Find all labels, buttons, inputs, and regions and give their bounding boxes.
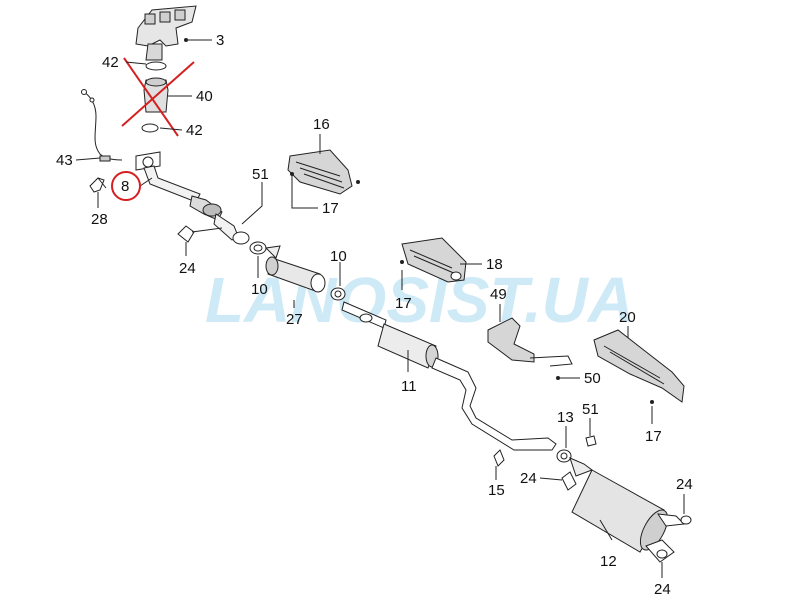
callout-13: 13	[557, 409, 574, 426]
callout-20: 20	[619, 309, 636, 326]
heat-shield-center	[400, 237, 467, 283]
callout-42: 42	[186, 122, 203, 139]
oxygen-sensor	[81, 89, 123, 162]
bracket	[89, 177, 107, 193]
callout-15: 15	[488, 482, 505, 499]
callout-50: 50	[584, 370, 601, 387]
callout-42: 42	[102, 54, 119, 71]
callout-16: 16	[313, 116, 330, 133]
removed-part-cross	[121, 57, 195, 137]
highlight-circle	[111, 171, 141, 201]
callout-17: 17	[645, 428, 662, 445]
callout-51: 51	[252, 166, 269, 183]
callout-43: 43	[56, 152, 73, 169]
gasket-lower	[141, 123, 159, 133]
callout-8: 8	[121, 178, 129, 195]
gasket-upper	[145, 61, 167, 71]
callout-24: 24	[676, 476, 693, 493]
heat-shield-front	[287, 149, 360, 195]
callouts: 3 42 40 42 43 8 28 16 17 51 24 10 10 27 …	[56, 32, 693, 598]
leader-lines	[75, 39, 685, 578]
callout-40: 40	[196, 88, 213, 105]
callout-12: 12	[600, 553, 617, 570]
callout-27: 27	[286, 311, 303, 328]
heat-shield-rear	[593, 329, 685, 404]
callout-10: 10	[251, 281, 268, 298]
rubber-hanger-left	[177, 225, 223, 243]
callout-24: 24	[520, 470, 537, 487]
callout-24: 24	[654, 581, 671, 598]
callout-10: 10	[330, 248, 347, 265]
callout-49: 49	[490, 286, 507, 303]
callout-18: 18	[486, 256, 503, 273]
front-pipe	[135, 151, 250, 245]
rear-muffler	[569, 457, 692, 563]
exhaust-manifold	[135, 5, 197, 61]
callout-17: 17	[322, 200, 339, 217]
callout-3: 3	[216, 32, 224, 49]
rear-flange-set	[493, 435, 597, 491]
center-resonator-pipe	[341, 301, 557, 451]
front-muffler	[264, 245, 326, 293]
callout-17: 17	[395, 295, 412, 312]
callout-28: 28	[91, 211, 108, 228]
callout-51: 51	[582, 401, 599, 418]
callout-24: 24	[179, 260, 196, 277]
callout-11: 11	[401, 378, 417, 395]
